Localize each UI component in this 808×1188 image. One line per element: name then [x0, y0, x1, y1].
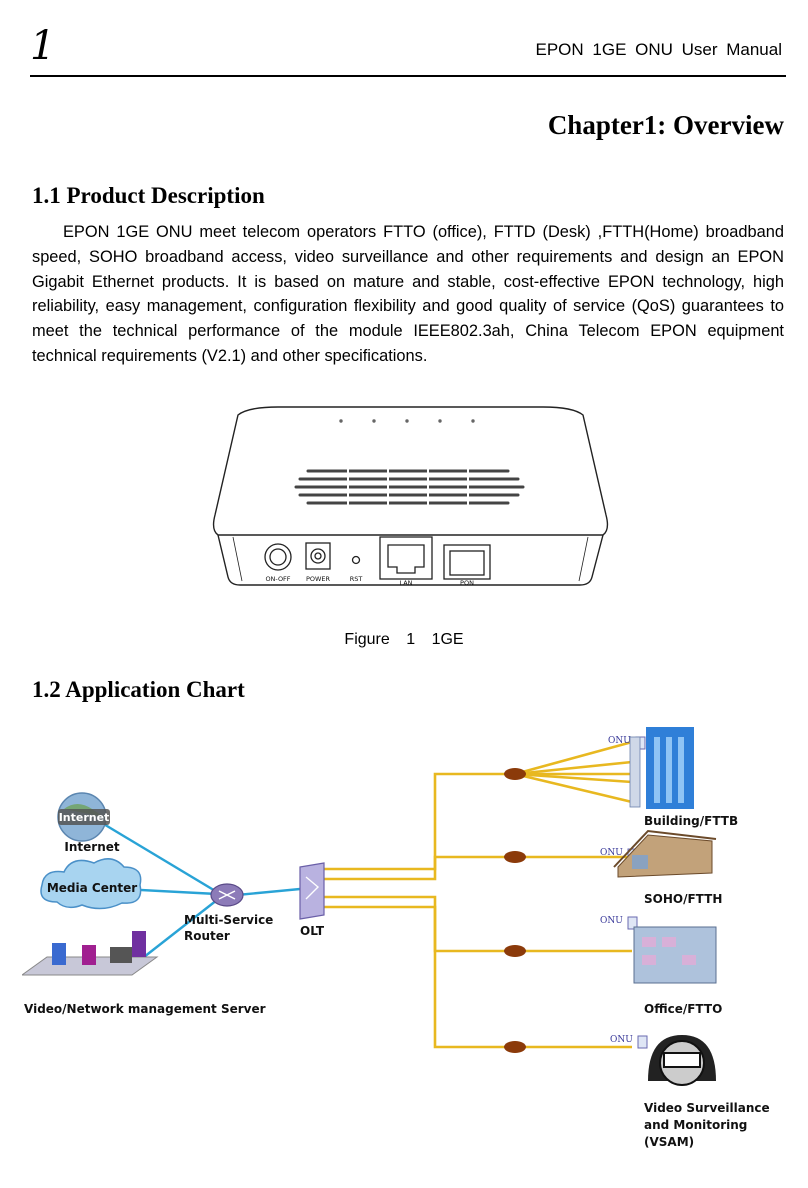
port-label-rst: RST — [350, 575, 363, 583]
router-icon — [210, 883, 244, 907]
onu-label: ONU — [608, 736, 631, 746]
port-label-power: POWER — [306, 575, 331, 583]
onu-label: ONU — [600, 848, 623, 858]
internet-label: Internet — [64, 840, 119, 854]
router-label-line2: Router — [184, 929, 230, 943]
soho-house-icon — [613, 829, 717, 878]
product-description-paragraph: EPON 1GE ONU meet telecom operators FTTO… — [32, 223, 784, 365]
server-label: Video/Network management Server — [24, 1002, 266, 1016]
page-number: 1 — [30, 23, 56, 69]
onu-device-icon — [627, 916, 638, 930]
office-icon — [633, 926, 717, 984]
svg-text:Media Center: Media Center — [47, 881, 137, 895]
vsam-label-line3: (VSAM) — [644, 1135, 694, 1149]
vsam-label-line2: and Monitoring — [644, 1118, 747, 1132]
chapter-title: Chapter1: Overview — [547, 110, 784, 140]
onu-device-figure: ON-OFF POWER RST LAN PON — [212, 406, 609, 587]
building-fttb-label: Building/FTTB — [644, 814, 738, 828]
section-heading-application-chart: 1.2 Application Chart — [32, 677, 245, 702]
onu-device-icon — [637, 1035, 648, 1049]
soho-ftth-label: SOHO/FTTH — [644, 892, 722, 906]
manual-title: EPON 1GE ONU User Manual — [535, 40, 782, 59]
port-label-lan: LAN — [399, 579, 412, 587]
port-label-on-off: ON-OFF — [265, 575, 290, 583]
svg-text:Internet: Internet — [59, 811, 110, 824]
media-center-cloud-icon: Media Center — [40, 858, 142, 910]
building-icon — [629, 727, 694, 809]
onu-label: ONU — [600, 916, 623, 926]
server-icon — [22, 931, 159, 976]
application-chart-diagram: Internet Internet Media Center Multi-Ser… — [22, 717, 786, 1167]
port-label-pon: PON — [460, 579, 474, 587]
section-heading-product-description: 1.1 Product Description — [32, 183, 265, 208]
onu-label: ONU — [610, 1035, 633, 1045]
internet-globe-icon: Internet — [57, 792, 110, 842]
vsam-label-line1: Video Surveillance — [644, 1101, 770, 1115]
office-ftto-label: Office/FTTO — [644, 1002, 722, 1016]
surveillance-camera-icon — [648, 1035, 716, 1086]
router-label-line1: Multi-Service — [184, 913, 273, 927]
header-divider — [30, 75, 786, 77]
olt-label: OLT — [300, 924, 325, 938]
figure-caption: Figure 1 1GE — [344, 631, 464, 648]
olt-device-icon — [299, 862, 325, 920]
